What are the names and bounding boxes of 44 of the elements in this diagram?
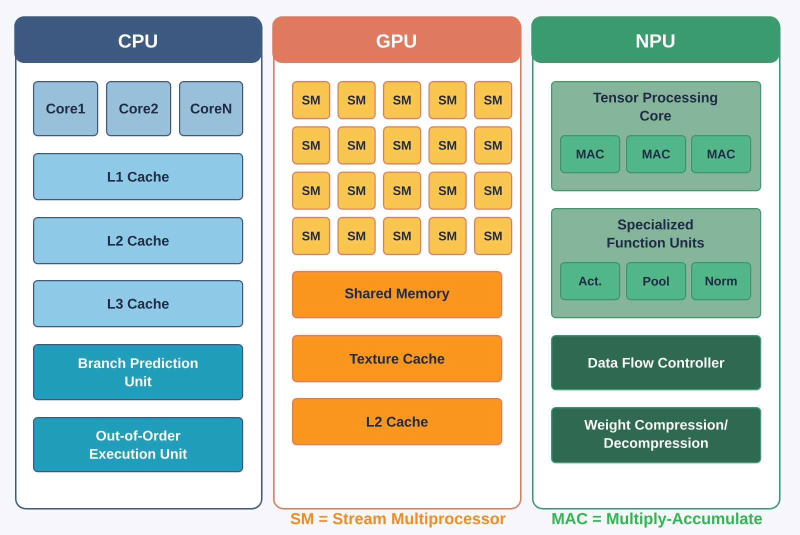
legend-note: SM = Stream Multiprocessor xyxy=(290,512,506,528)
memory-box: Texture Cache xyxy=(292,334,502,382)
sm-tile: SM xyxy=(428,81,467,120)
sm-tile: SM xyxy=(292,81,330,120)
sm-tile: SM xyxy=(383,126,422,164)
memory-box: Shared Memory xyxy=(292,271,502,318)
function-tile: Norm xyxy=(691,262,752,300)
sm-tile: SM xyxy=(474,126,512,164)
sm-tile: SM xyxy=(292,216,330,256)
panel-header: CPU xyxy=(14,16,262,63)
sm-tile: SM xyxy=(292,172,330,210)
sm-tile: SM xyxy=(383,81,422,120)
core-box: Core1 xyxy=(33,81,98,136)
function-tile: Pool xyxy=(626,262,686,300)
unit-box: Data Flow Controller xyxy=(551,334,762,390)
sm-tile: SM xyxy=(474,172,512,210)
panel-header: NPU xyxy=(531,16,780,63)
core-box: Core2 xyxy=(106,81,172,136)
unit-box: Out-of-Order Execution Unit xyxy=(33,416,244,472)
sm-tile: SM xyxy=(338,81,376,120)
function-tile: MAC xyxy=(560,135,620,174)
sm-tile: SM xyxy=(292,126,330,164)
sm-tile: SM xyxy=(474,216,512,256)
panel-header: GPU xyxy=(272,16,521,63)
function-tile: MAC xyxy=(691,135,752,174)
sm-tile: SM xyxy=(428,126,467,164)
sm-tile: SM xyxy=(338,126,376,164)
sm-tile: SM xyxy=(474,81,512,120)
sm-tile: SM xyxy=(338,172,376,210)
sm-tile: SM xyxy=(383,216,422,256)
core-box: CoreN xyxy=(179,81,244,136)
sm-tile: SM xyxy=(383,172,422,210)
sm-tile: SM xyxy=(428,172,467,210)
function-tile: MAC xyxy=(626,135,686,174)
memory-box: L2 Cache xyxy=(292,398,502,446)
function-tile: Act. xyxy=(560,262,620,300)
sm-tile: SM xyxy=(338,216,376,256)
cache-box: L3 Cache xyxy=(33,280,244,328)
unit-box: Branch Prediction Unit xyxy=(33,344,244,400)
cache-box: L2 Cache xyxy=(33,217,244,264)
sm-tile: SM xyxy=(428,216,467,256)
unit-box: Weight Compression/ Decompression xyxy=(551,407,762,464)
legend-note: MAC = Multiply-Accumulate xyxy=(552,512,762,528)
cache-box: L1 Cache xyxy=(33,153,244,200)
